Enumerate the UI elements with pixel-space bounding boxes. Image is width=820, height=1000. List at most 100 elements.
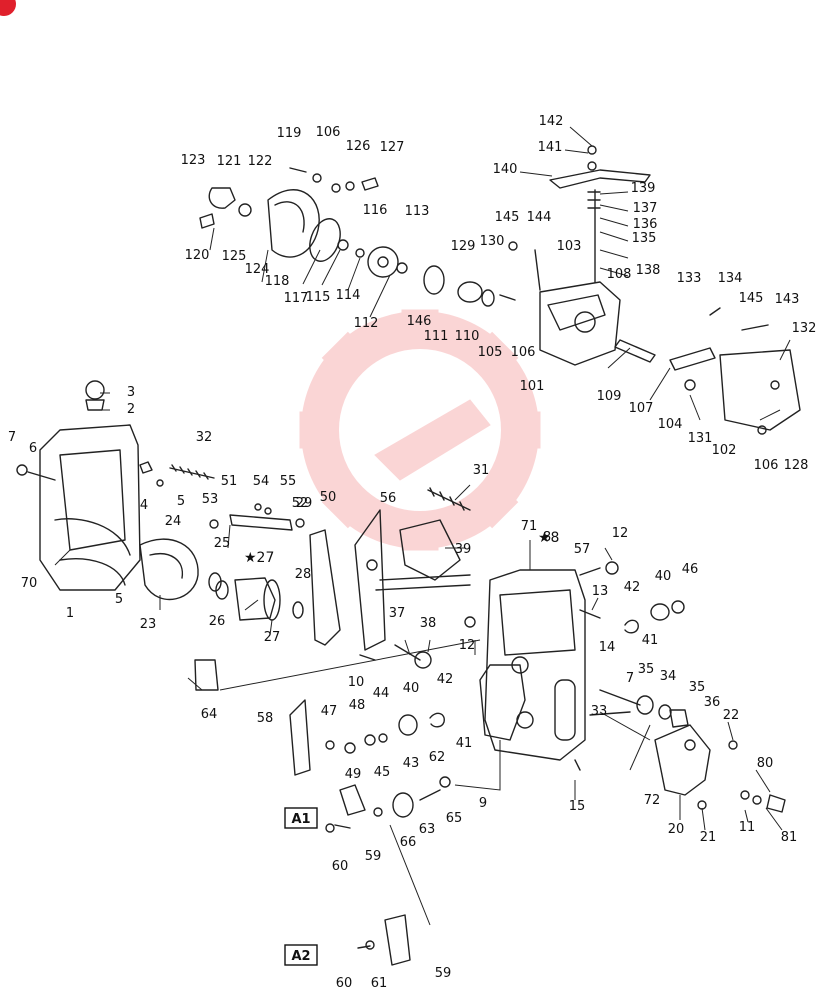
part-label: 53 bbox=[202, 492, 219, 507]
star-label-27: ★27 bbox=[244, 550, 274, 566]
part-label: 29 bbox=[296, 496, 313, 511]
part-label: 23 bbox=[140, 617, 157, 632]
governor-lever-assembly bbox=[169, 464, 471, 651]
part-label: 124 bbox=[245, 262, 270, 277]
part-label: 7 bbox=[626, 671, 634, 686]
part-label: 70 bbox=[21, 576, 38, 591]
part-label: 41 bbox=[642, 633, 659, 648]
part-label: 140 bbox=[493, 162, 518, 177]
part-label: 26 bbox=[209, 614, 226, 629]
part-label: 72 bbox=[644, 793, 661, 808]
governor-housing-assembly bbox=[16, 380, 304, 621]
part-label: 102 bbox=[712, 443, 737, 458]
part-label: 11 bbox=[739, 820, 756, 835]
part-label: 110 bbox=[455, 329, 480, 344]
part-label: 71 bbox=[521, 519, 538, 534]
part-label: 146 bbox=[407, 314, 432, 329]
part-label: 132 bbox=[792, 321, 817, 336]
part-label: 2 bbox=[127, 402, 135, 417]
part-label: 40 bbox=[655, 569, 672, 584]
part-label: 135 bbox=[632, 231, 657, 246]
part-label: 131 bbox=[688, 431, 713, 446]
part-label: 37 bbox=[389, 606, 406, 621]
part-label: 1 bbox=[66, 606, 74, 621]
part-label: 34 bbox=[660, 669, 677, 684]
part-label: 59 bbox=[365, 849, 382, 864]
governor-cover-assembly bbox=[199, 167, 408, 278]
part-label: 118 bbox=[265, 274, 290, 289]
part-label: 6 bbox=[29, 441, 37, 456]
part-label: 48 bbox=[349, 698, 366, 713]
part-label: 66 bbox=[400, 835, 417, 850]
part-label: 22 bbox=[723, 708, 740, 723]
part-label: 130 bbox=[480, 234, 505, 249]
part-label: 106 bbox=[511, 345, 536, 360]
part-label: 123 bbox=[181, 153, 206, 168]
part-label: 111 bbox=[424, 329, 449, 344]
part-label: 108 bbox=[607, 267, 632, 282]
part-label: 125 bbox=[222, 249, 247, 264]
part-label: 31 bbox=[473, 463, 490, 478]
box-label-a2: A2 bbox=[284, 944, 318, 966]
leader-lines bbox=[54, 126, 791, 926]
part-label: 40 bbox=[403, 681, 420, 696]
part-label: 117 bbox=[284, 291, 309, 306]
part-label: 116 bbox=[363, 203, 388, 218]
part-label: 121 bbox=[217, 154, 242, 169]
part-label: 129 bbox=[451, 239, 476, 254]
gear-wrench-watermark bbox=[299, 309, 541, 551]
star-label-8: ★8 bbox=[538, 530, 559, 546]
part-label: 5 bbox=[177, 494, 185, 509]
part-label: 13 bbox=[592, 584, 609, 599]
part-label: 42 bbox=[624, 580, 641, 595]
part-label: 65 bbox=[446, 811, 463, 826]
part-label: 21 bbox=[700, 830, 717, 845]
part-label: 139 bbox=[631, 181, 656, 196]
part-label: 7 bbox=[8, 430, 16, 445]
part-label: 15 bbox=[569, 799, 586, 814]
part-label: 27 bbox=[264, 630, 281, 645]
part-label: 28 bbox=[295, 567, 312, 582]
part-label: 113 bbox=[405, 204, 430, 219]
part-label: 14 bbox=[599, 640, 616, 655]
part-label: 3 bbox=[127, 385, 135, 400]
box-label-a1: A1 bbox=[284, 807, 318, 829]
part-label: 9 bbox=[479, 796, 487, 811]
part-label: 42 bbox=[437, 672, 454, 687]
part-label: 50 bbox=[320, 490, 337, 505]
part-label: 58 bbox=[257, 711, 274, 726]
part-label: 52 bbox=[292, 496, 309, 511]
part-label: 35 bbox=[689, 680, 706, 695]
part-label: 39 bbox=[455, 542, 472, 557]
part-label: 114 bbox=[336, 288, 361, 303]
part-label: 80 bbox=[757, 756, 774, 771]
part-label: 56 bbox=[380, 491, 397, 506]
part-label: 49 bbox=[345, 767, 362, 782]
injection-pump-body bbox=[464, 561, 786, 813]
part-label: 8 bbox=[543, 530, 551, 545]
part-label: 63 bbox=[419, 822, 436, 837]
part-label: 143 bbox=[775, 292, 800, 307]
part-label: 5 bbox=[115, 592, 123, 607]
part-label: 106 bbox=[316, 125, 341, 140]
part-label: 109 bbox=[597, 389, 622, 404]
part-label: 105 bbox=[478, 345, 503, 360]
part-label: 81 bbox=[781, 830, 798, 845]
part-label: 33 bbox=[591, 704, 608, 719]
part-label: 133 bbox=[677, 271, 702, 286]
part-label: 126 bbox=[346, 139, 371, 154]
part-label: 57 bbox=[574, 542, 591, 557]
control-linkage-assembly bbox=[194, 644, 451, 966]
part-label: 137 bbox=[633, 201, 658, 216]
part-label: 55 bbox=[280, 474, 297, 489]
svg-text:A2: A2 bbox=[291, 949, 310, 964]
part-label: 145 bbox=[495, 210, 520, 225]
part-label: 20 bbox=[668, 822, 685, 837]
part-label: 64 bbox=[201, 707, 218, 722]
part-label: 103 bbox=[557, 239, 582, 254]
part-label: 101 bbox=[520, 379, 545, 394]
part-label: 45 bbox=[374, 765, 391, 780]
part-label: 138 bbox=[636, 263, 661, 278]
